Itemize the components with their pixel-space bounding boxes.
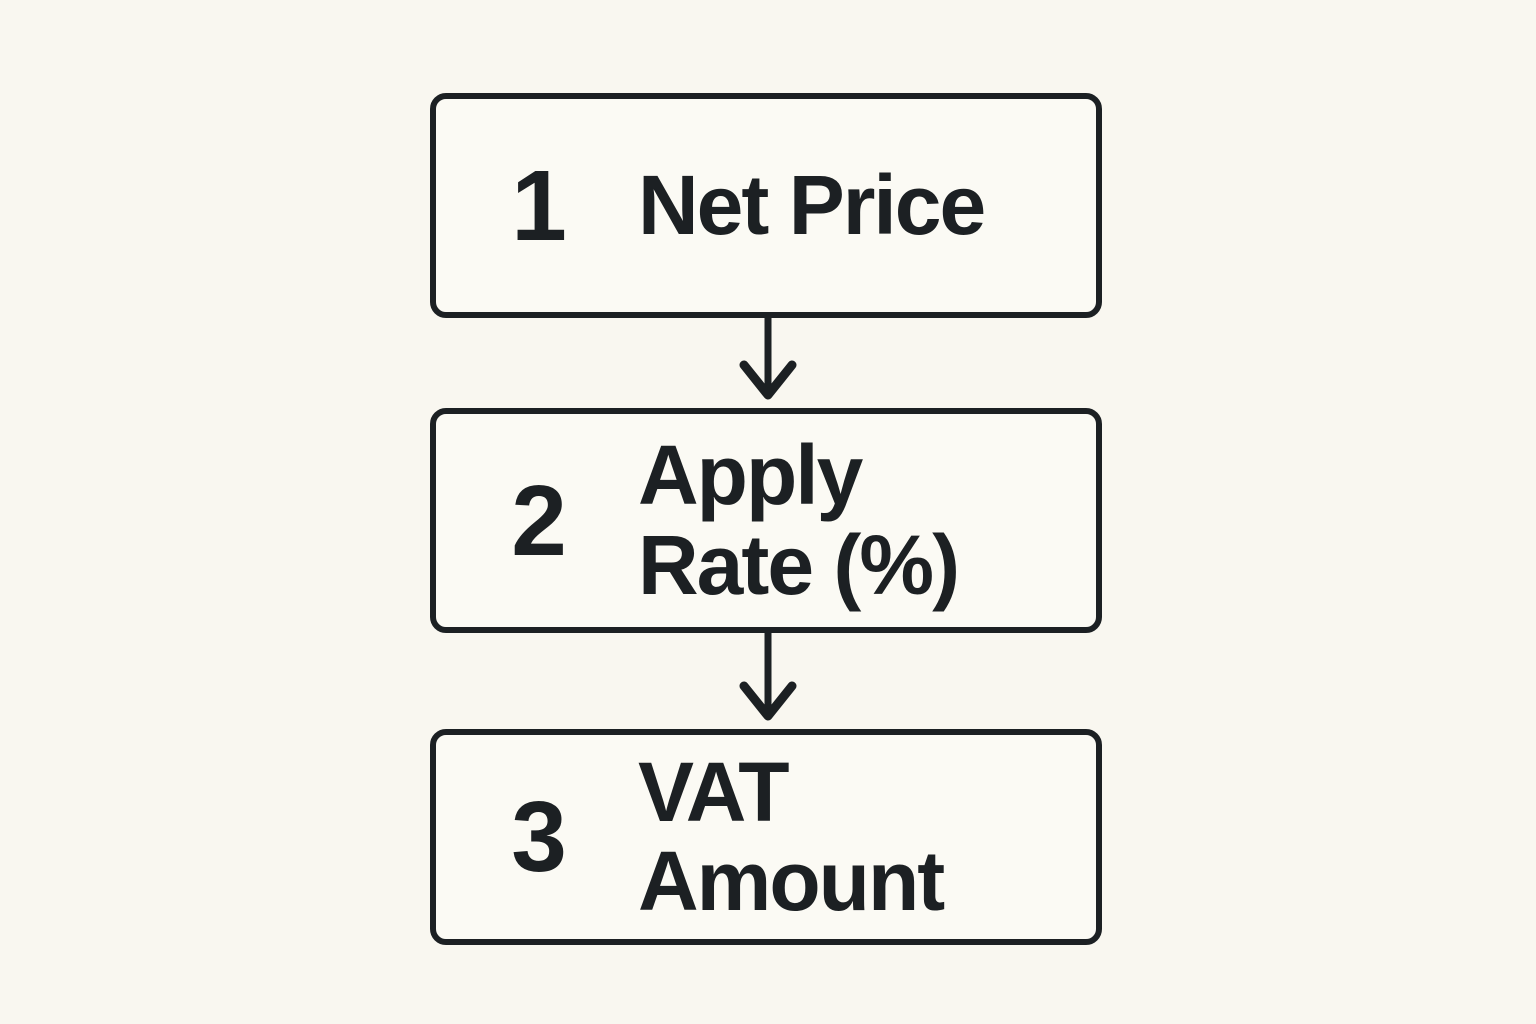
arrow-down-icon: [728, 316, 808, 406]
step-number: 2: [511, 464, 567, 577]
step-number: 1: [511, 149, 567, 262]
step-label: Apply Rate (%): [638, 428, 960, 612]
step-box-vat-amount: 3 VAT Amount: [430, 729, 1102, 945]
step-label: VAT Amount: [638, 744, 1096, 928]
step-label: Net Price: [638, 157, 986, 252]
step-box-net-price: 1 Net Price: [430, 93, 1102, 318]
step-label-line: Apply: [638, 428, 863, 523]
step-number: 3: [511, 781, 567, 893]
step-label-line: Net Price: [638, 157, 986, 252]
arrow-down-icon: [728, 631, 808, 727]
step-label-line: VAT Amount: [638, 744, 945, 928]
step-label-line: Rate (%): [638, 517, 960, 612]
step-box-apply-rate: 2 Apply Rate (%): [430, 408, 1102, 633]
